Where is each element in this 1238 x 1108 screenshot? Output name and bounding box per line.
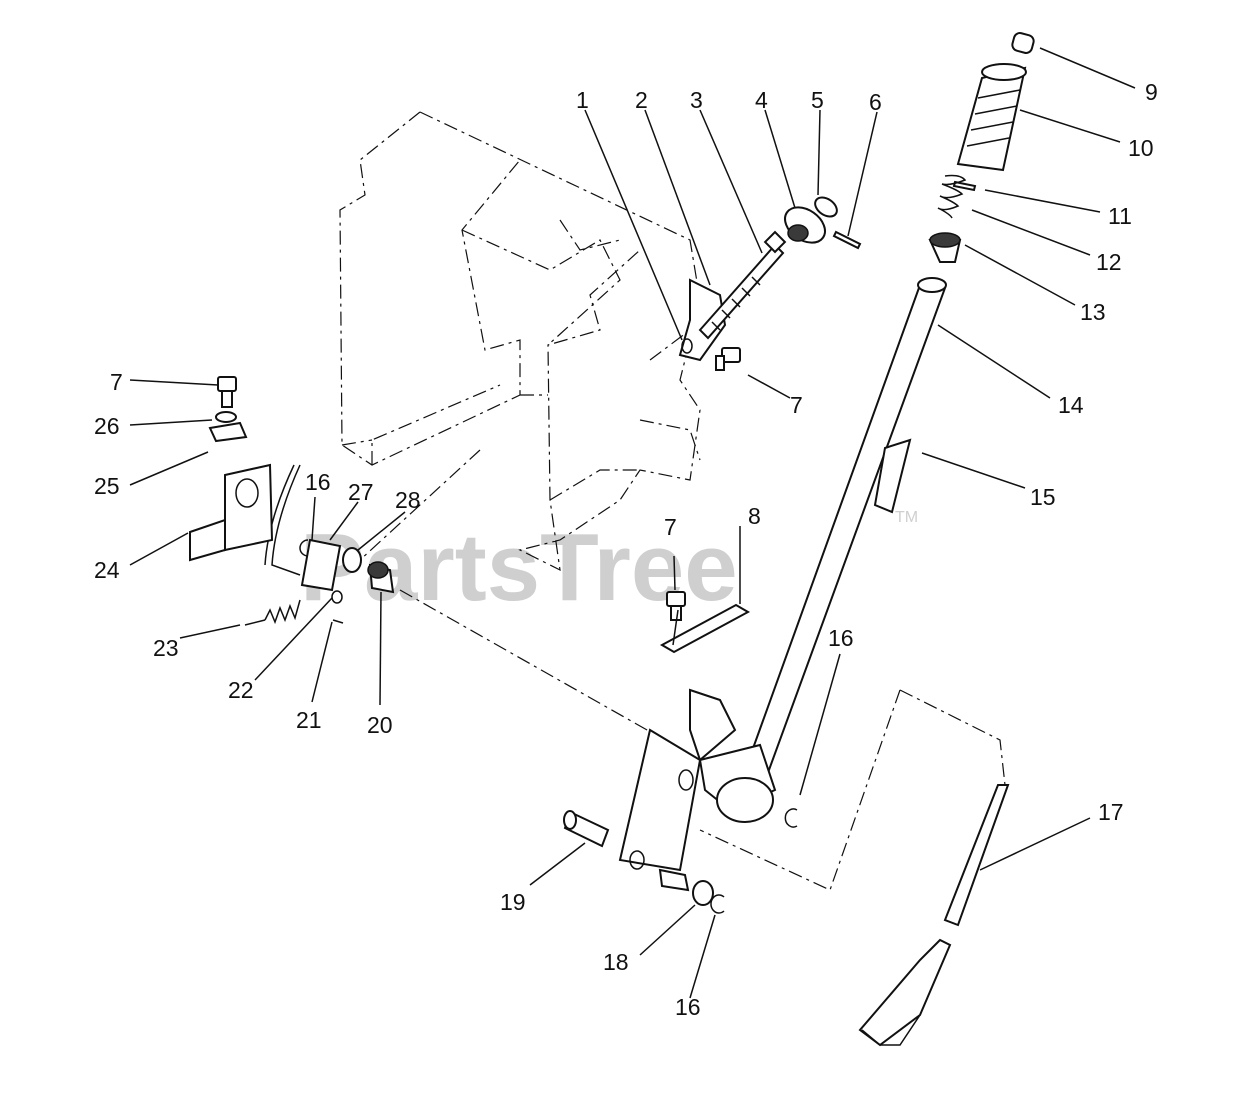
- leader-lines: [129, 47, 1136, 999]
- callout-5: 5: [811, 87, 824, 113]
- mounting-bracket: [678, 278, 727, 362]
- e-clip-16-right: [784, 808, 798, 828]
- callout-4: 4: [755, 87, 768, 113]
- grip-10: [956, 63, 1027, 172]
- pin-19: [563, 810, 610, 848]
- callout-27: 27: [348, 479, 374, 505]
- callout-21: 21: [296, 707, 322, 733]
- handle-tube-14: [736, 277, 947, 802]
- callout-17: 17: [1098, 799, 1124, 825]
- callout-7-left: 7: [110, 369, 123, 395]
- callout-28: 28: [395, 487, 421, 513]
- frame-outline: [339, 111, 701, 572]
- callout-1: 1: [576, 87, 589, 113]
- sleeve-15: [873, 438, 912, 514]
- callout-24: 24: [94, 557, 120, 583]
- callout-12: 12: [1096, 249, 1122, 275]
- threaded-rod: [698, 230, 787, 340]
- callout-26: 26: [94, 413, 120, 439]
- knob: [784, 206, 826, 244]
- watermark-tm: TM: [895, 509, 918, 526]
- spring-12: [937, 174, 967, 219]
- strap-8: [659, 603, 751, 654]
- callout-8: 8: [748, 503, 761, 529]
- base-bushing: [658, 868, 690, 892]
- callout-18: 18: [603, 949, 629, 975]
- washer-18: [692, 880, 714, 906]
- callout-10: 10: [1128, 135, 1154, 161]
- callout-19: 19: [500, 889, 526, 915]
- callout-7-middle: 7: [664, 514, 677, 540]
- pin-22: [331, 590, 343, 604]
- shift-rod-17: [858, 784, 1010, 1047]
- callouts: 1 2 3 4 5 6 7 7 7 8 9 10 11 12 13 14 15 …: [94, 79, 1158, 1020]
- bolt-7-middle: [666, 591, 686, 621]
- callout-23: 23: [153, 635, 179, 661]
- angle-bracket-24: [189, 463, 274, 562]
- callout-2: 2: [635, 87, 648, 113]
- spring-23: [244, 599, 301, 626]
- callout-25: 25: [94, 473, 120, 499]
- callout-7-frame: 7: [790, 392, 803, 418]
- nut-plate-25: [208, 421, 248, 443]
- pin-21: [332, 619, 344, 624]
- base-casting: [618, 688, 777, 872]
- e-clip-16-left: [299, 539, 309, 557]
- callout-3: 3: [690, 87, 703, 113]
- switch-plate-27: [300, 538, 342, 592]
- callout-22: 22: [228, 677, 254, 703]
- lock-washer-26: [215, 411, 237, 423]
- bracket-hole: [681, 338, 693, 354]
- bolt-7-frame: [715, 347, 741, 371]
- callout-20: 20: [367, 712, 393, 738]
- e-clip-16-lower: [710, 894, 725, 914]
- bushing-13: [928, 232, 962, 263]
- washer-5: [814, 196, 838, 218]
- callout-6: 6: [869, 89, 882, 115]
- washer-28: [342, 547, 362, 573]
- callout-16-lower: 16: [675, 994, 701, 1020]
- pin-6: [832, 230, 862, 250]
- bolt-7-left: [217, 376, 237, 408]
- callout-14: 14: [1058, 392, 1084, 418]
- callout-9: 9: [1145, 79, 1158, 105]
- callout-15: 15: [1030, 484, 1056, 510]
- callout-11: 11: [1108, 203, 1132, 229]
- bushing-20: [367, 561, 395, 594]
- callout-16-right: 16: [828, 625, 854, 651]
- pin-11: [952, 180, 977, 192]
- cap-9: [1011, 32, 1035, 54]
- center-lines: [359, 449, 1006, 891]
- wire-harness: [264, 464, 301, 576]
- callout-13: 13: [1080, 299, 1106, 325]
- callout-16-left: 16: [305, 469, 331, 495]
